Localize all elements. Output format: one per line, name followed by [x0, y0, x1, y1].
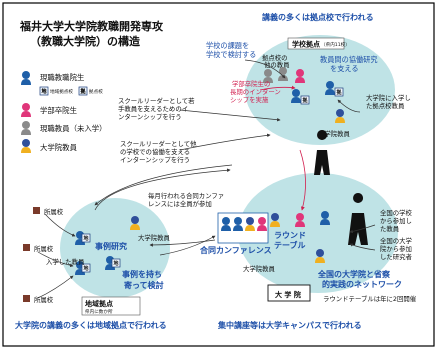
top-badge-1 [300, 95, 310, 105]
teacher-silhouette-1 [314, 130, 330, 175]
arrow-conf-to-left [149, 239, 216, 247]
arrow-leader-1 [179, 109, 281, 122]
belonged-school-2: 所属校 [34, 244, 54, 253]
legend-teacher: 現職教職院生 [40, 73, 84, 82]
bottom-right-caption: 集中講座等は大学キャンパスで行われる [217, 320, 362, 330]
university-box [267, 284, 311, 302]
university-label: 大 学 院 [275, 290, 301, 299]
legend: 現職教職院生 地 地域拠点校 拠 拠点校 学部卒院生 現職教員（未入学） 大学院… [21, 71, 107, 153]
arrow-school-2 [37, 251, 74, 268]
legend-chi-label: 地域拠点校 [50, 88, 73, 95]
left-badge-1 [81, 233, 91, 243]
arrow-joined [337, 99, 361, 113]
arrow-top-to-left [94, 164, 233, 206]
school-base-box-sub: （県内11校） [321, 41, 350, 48]
arrow-left-to-conf [159, 235, 216, 256]
regional-base-box [81, 296, 141, 316]
school-base-box-label: 学校拠点 [292, 40, 320, 49]
arrow-left-to-top [94, 168, 231, 211]
national-teachers: 全国の学校から参加した教員 [380, 208, 413, 233]
arrow-school-1 [44, 213, 76, 237]
regional-base: 地域拠点 [85, 299, 113, 308]
arrow-national-2 [349, 243, 376, 251]
arrow-school-issue [244, 59, 286, 79]
left-badge-3 [111, 258, 121, 268]
roundtable-freq: ラウンドテーブルは年に2回開催 [323, 294, 417, 303]
regional-base-region [60, 198, 170, 298]
undergrad-internship: 学部卒院生の長期のインターンシップを実施 [230, 79, 281, 104]
top-badge-2 [334, 87, 344, 97]
regional-base-sub: 県内に数か所 [85, 308, 113, 315]
arrow-national-1 [349, 224, 376, 234]
bottom-left-caption: 大学院の講義の多くは地域拠点で行われる [15, 320, 167, 330]
case-study: 事例研究 [95, 241, 127, 251]
school-issue: 学校の課題を学校で検討する [206, 41, 256, 59]
national-researchers: 全国の大学院から参加した研究者 [380, 236, 413, 261]
grad-faculty-top: 大学院教員 [318, 129, 351, 138]
grad-faculty-left: 大学院教員 [138, 233, 171, 242]
school-icon-2 [23, 244, 30, 251]
title-line-1: 福井大学大学院教職開発専攻 [19, 19, 164, 33]
svg-text:地: 地 [41, 88, 46, 95]
belonged-school-1: 所属校 [44, 207, 64, 216]
collab-research: 教員間の協働研究を支える [320, 55, 378, 73]
bring-cases: 事例を持ち寄って検討 [122, 269, 164, 290]
legend-undergrad: 学部卒院生 [40, 106, 77, 115]
belonged-school-3: 所属校 [34, 295, 54, 304]
roundtable: ラウンドテーブル [274, 231, 306, 250]
network: 全国の大学院と省察的実践のネットワーク [317, 269, 402, 289]
school-base-region [245, 35, 395, 145]
joint-conf: 合同カンファレンス [199, 245, 272, 255]
title-line-2: （教職大学院）の構造 [30, 34, 141, 48]
joined-teachers: 大学院に入学した拠点校教員 [366, 93, 411, 110]
school-leader-note-1: スクールリーダーとして若手教員を支えるためのインターンシップを行う [118, 96, 195, 121]
enrolled-teachers: 入学した教員 [46, 257, 85, 266]
arrow-school-3 [37, 275, 74, 299]
school-icon-3 [23, 295, 30, 302]
svg-text:拠: 拠 [80, 88, 86, 95]
top-heading: 講義の多くは拠点校で行われる [262, 12, 374, 22]
grad-faculty-mid: 大学院教員 [243, 264, 276, 273]
legend-kyo-label: 拠点校 [89, 88, 103, 95]
school-icon-1 [33, 207, 40, 214]
other-schools: 拠点校の他の教員 [262, 53, 290, 69]
school-base-box [287, 37, 345, 50]
legend-unenrolled: 現職教員（未入学） [40, 124, 107, 133]
arrow-to-roundtable [299, 149, 306, 211]
monthly-conf: 毎月行われる合同カンファレンスには全員が参加 [148, 191, 224, 208]
legend-faculty: 大学院教員 [40, 143, 78, 152]
arrow-internship [259, 85, 296, 91]
arrow-leader-2 [179, 133, 271, 151]
school-leader-note-2: スクールリーダーとして他の学校での協働を支えるインターンシップを行う [120, 139, 197, 164]
